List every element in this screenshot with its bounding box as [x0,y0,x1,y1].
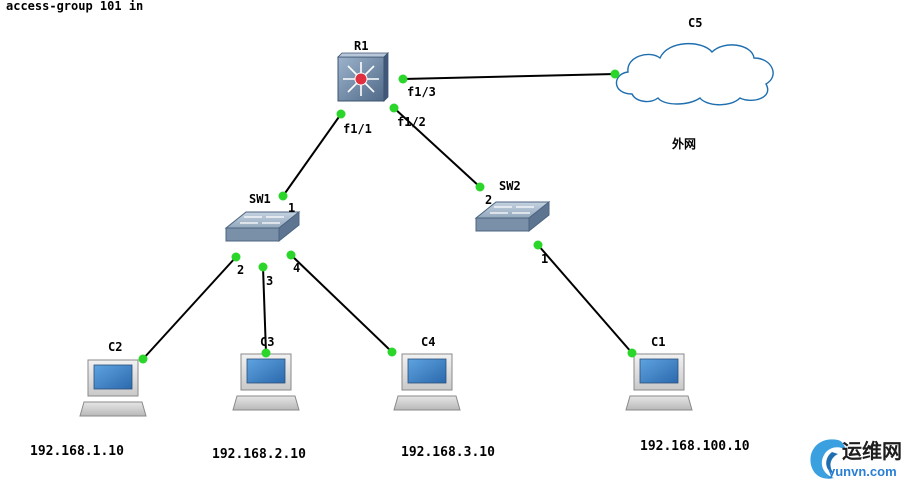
link-sw1-c4[interactable] [290,254,393,353]
port-label-sw1-4: 4 [293,261,300,275]
port-label-r1-f1-2: f1/2 [397,115,426,129]
port-dot [398,74,408,84]
pc-c3[interactable]: C3 [232,335,300,411]
link-sw2-c1[interactable] [537,244,633,354]
port-label-sw2-1: 1 [541,252,548,266]
cloud-icon [615,42,774,106]
watermark-en: yunvn.com [828,464,897,479]
port-labels: f1/3 f1/1 f1/2 1 2 3 4 2 1 [237,85,548,288]
c2-label: C2 [108,340,122,354]
link-r1-sw1[interactable] [282,113,342,197]
port-dot [261,348,271,358]
port-dot [286,250,296,260]
link-r1-c5[interactable] [402,73,616,80]
port-dot [258,262,268,272]
c3-label: C3 [260,335,274,349]
c5-caption: 外网 [672,136,696,151]
c1-label: C1 [651,335,665,349]
port-dot [278,191,288,201]
links [142,73,633,360]
port-dot [387,347,397,357]
port-label-sw1-2: 2 [237,263,244,277]
port-label-sw1-3: 3 [266,274,273,288]
port-dot [627,348,637,358]
switch-sw1[interactable]: SW1 [224,192,301,243]
c4-label: C4 [421,335,435,349]
watermark-cn: 运维网 [842,439,902,463]
port-label-r1-f1-1: f1/1 [343,122,372,136]
port-label-sw1-1: 1 [288,201,295,215]
port-dot [475,182,485,192]
link-sw1-c3[interactable] [262,266,267,354]
pc-c4[interactable]: C4 [393,335,461,411]
ip-labels: 192.168.1.10 192.168.2.10 192.168.3.10 1… [30,439,750,462]
c1-ip: 192.168.100.10 [640,439,750,454]
router-r1[interactable]: R1 [337,39,389,102]
c2-ip: 192.168.1.10 [30,444,124,459]
pc-c1[interactable]: C1 [625,335,693,411]
port-dot [389,103,399,113]
cloud-c5[interactable]: C5 外网 [615,16,774,151]
diagram-title: access-group 101 in [6,0,143,13]
port-dot [336,109,346,119]
link-sw1-c2[interactable] [142,256,237,360]
watermark-logo-icon [810,439,846,479]
switch-arrows-icon [240,216,284,224]
switch-sw2[interactable]: SW2 [474,179,551,233]
sw1-label: SW1 [249,192,271,206]
c4-ip: 192.168.3.10 [401,445,495,460]
r1-label: R1 [354,39,368,53]
port-dots [138,69,637,364]
port-label-sw2-2: 2 [485,193,492,207]
port-label-r1-f1-3: f1/3 [407,85,436,99]
link-r1-sw2[interactable] [393,107,481,188]
watermark: 运维网 yunvn.com [810,439,902,479]
c5-label: C5 [688,16,702,30]
pc-c2[interactable]: C2 [79,340,147,417]
port-dot [533,240,543,250]
port-dot [610,69,620,79]
c3-ip: 192.168.2.10 [212,447,306,462]
port-dot [231,252,241,262]
sw2-label: SW2 [499,179,521,193]
switch-arrows-icon [490,206,534,214]
port-dot [138,354,148,364]
